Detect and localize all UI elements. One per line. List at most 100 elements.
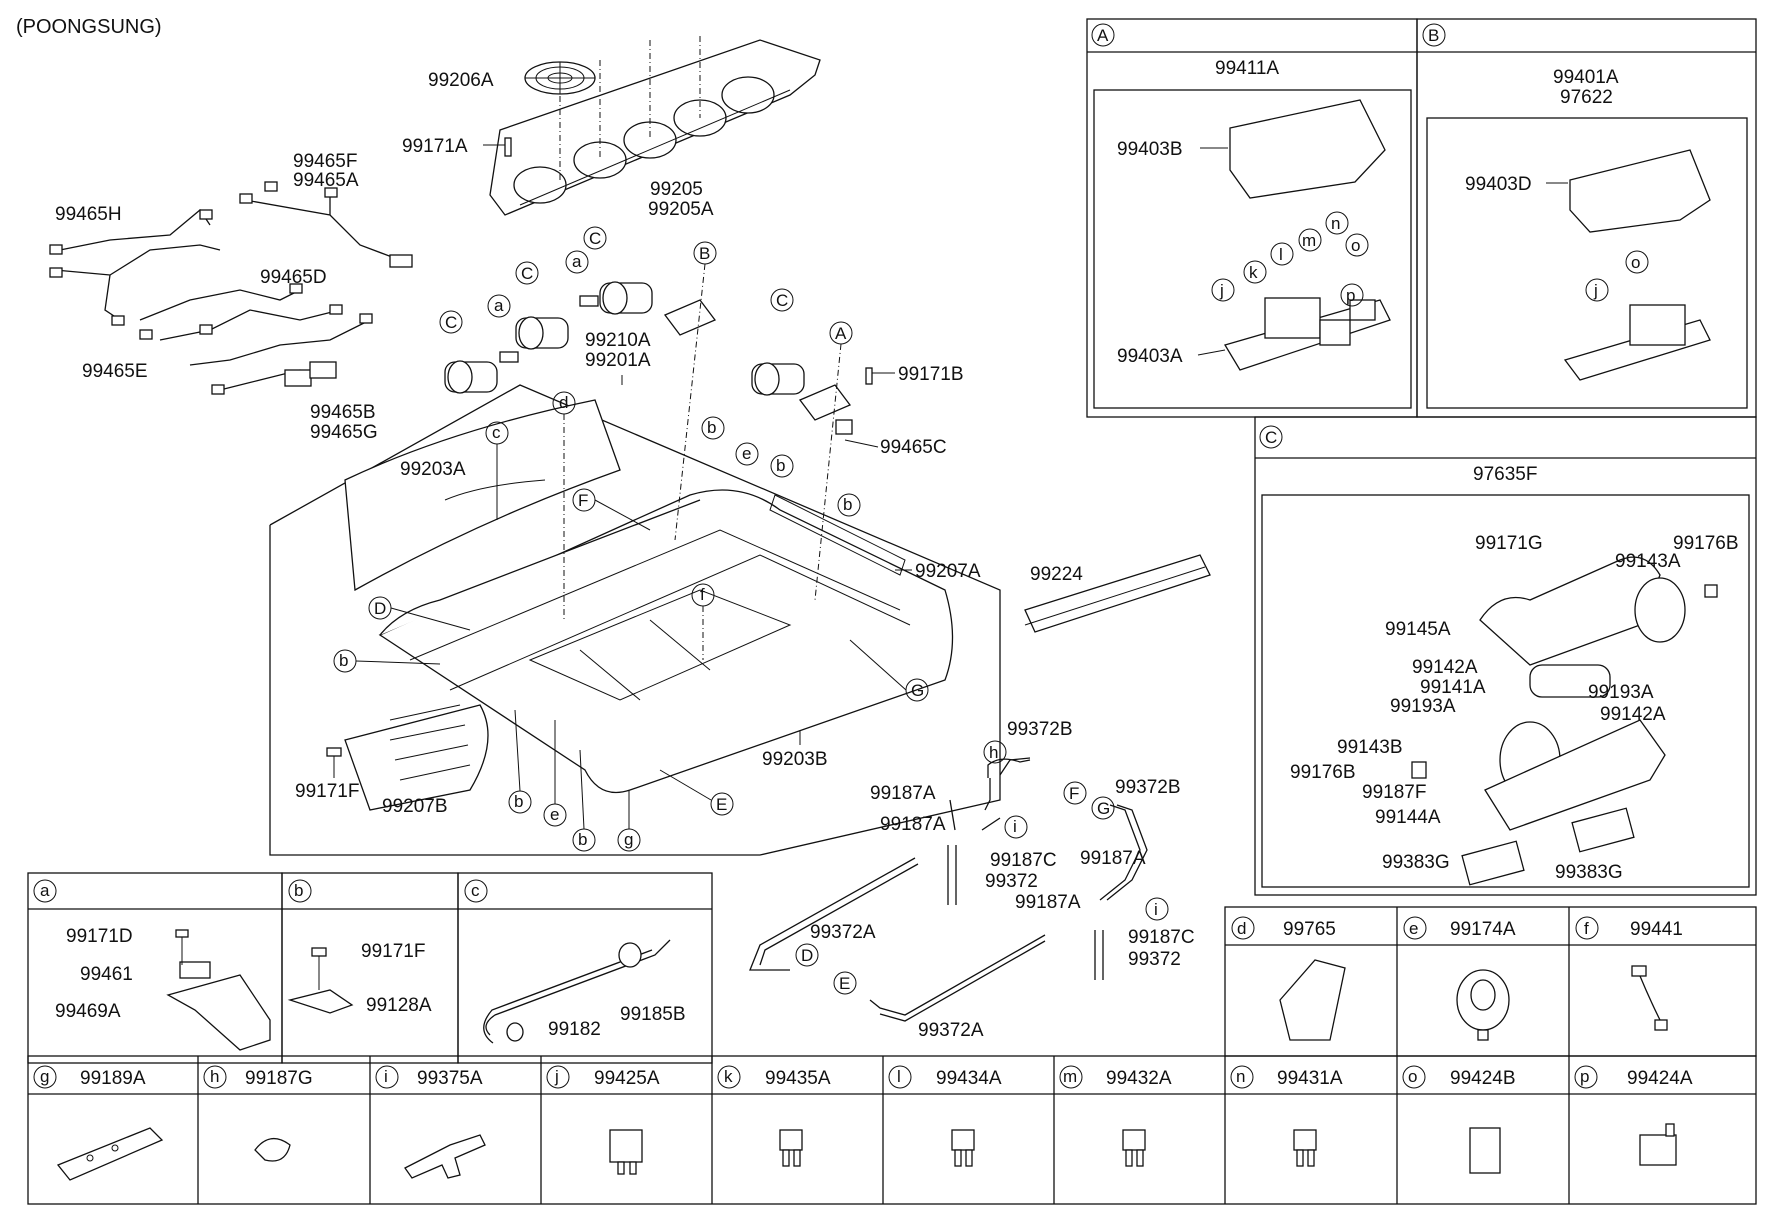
svg-text:b: b [294,881,303,900]
detail-row-1: d 99765 e 99174A f 99441 [1224,906,1757,1057]
svg-text:99187F: 99187F [1362,782,1426,803]
svg-text:o: o [1351,236,1360,255]
svg-text:99189A: 99189A [80,1068,146,1089]
label-99372A-1: 99372A [810,922,876,943]
svg-text:B: B [699,244,710,263]
label-99372B-1: 99372B [1007,719,1073,740]
svg-text:99441: 99441 [1630,919,1683,940]
detail-row-2: g 99189A h 99187G i 99375A j 99425A k 99… [27,1055,1757,1205]
svg-text:C: C [445,313,457,332]
hoses [749,757,1148,1022]
svg-text:n: n [1236,1067,1245,1086]
svg-text:99461: 99461 [80,964,133,985]
detail-box-A: A 99411A 99403B 99403A j k l m n o p [1086,18,1418,418]
label-99224: 99224 [1030,564,1083,585]
svg-text:99143A: 99143A [1615,551,1681,572]
svg-text:C: C [776,291,788,310]
label-99187A-2: 99187A [880,814,946,835]
svg-text:E: E [716,795,727,814]
svg-text:C: C [521,264,533,283]
svg-text:99187G: 99187G [245,1068,313,1089]
label-99205A: 99205A [648,199,714,220]
label-99203B: 99203B [762,749,828,770]
svg-text:h: h [210,1067,219,1086]
label-99372A-2: 99372A [918,1020,984,1041]
svg-text:o: o [1631,253,1640,272]
svg-text:E: E [839,974,850,993]
svg-text:i: i [1013,817,1017,836]
label-99465G: 99465G [310,422,378,443]
svg-text:f: f [700,585,705,604]
svg-text:b: b [339,651,348,670]
svg-text:e: e [742,444,751,463]
svg-text:99401A: 99401A [1553,67,1619,88]
label-99207B: 99207B [382,796,448,817]
seal-strip-99224 [1024,554,1211,633]
label-99465D: 99465D [260,267,327,288]
svg-text:99375A: 99375A [417,1068,483,1089]
svg-text:99383G: 99383G [1382,852,1450,873]
svg-text:99182: 99182 [548,1019,601,1040]
svg-text:a: a [572,252,582,271]
svg-text:c: c [471,881,480,900]
svg-text:d: d [559,393,568,412]
heater-plate-99205 [489,36,821,216]
svg-text:G: G [1097,799,1110,818]
svg-text:b: b [514,792,523,811]
svg-text:99765: 99765 [1283,919,1336,940]
svg-text:C: C [1265,428,1277,447]
label-99465A: 99465A [293,170,359,191]
svg-text:g: g [624,830,633,849]
svg-text:99143B: 99143B [1337,737,1403,758]
label-99171B: 99171B [898,364,964,385]
svg-text:b: b [776,456,785,475]
svg-text:b: b [843,495,852,514]
wire-harness [49,181,413,395]
label-99187A-1: 99187A [870,783,936,804]
svg-text:p: p [1580,1067,1589,1086]
svg-text:99144A: 99144A [1375,807,1441,828]
svg-text:e: e [550,805,559,824]
svg-text:p: p [1346,286,1355,305]
svg-text:99174A: 99174A [1450,919,1516,940]
label-99465B: 99465B [310,402,376,423]
detail-box-B: B 99401A 97622 99403D j o [1416,18,1757,418]
hose-callouts: h F G i i D E [795,740,1169,995]
label-99187C-1: 99187C [990,850,1057,871]
svg-text:c: c [492,423,501,442]
svg-text:i: i [1154,900,1158,919]
label-99187C-2: 99187C [1128,927,1195,948]
svg-text:F: F [1069,784,1079,803]
label-99171F: 99171F [295,781,359,802]
svg-text:o: o [1408,1067,1417,1086]
svg-text:A: A [835,324,847,343]
svg-text:g: g [40,1067,49,1086]
svg-text:99469A: 99469A [55,1001,121,1022]
detail-box-C: C 97635F 99171G 99176B 99143A 99145A 991… [1254,416,1757,896]
svg-text:99142A: 99142A [1600,704,1666,725]
svg-text:99171G: 99171G [1475,533,1543,554]
svg-text:99435A: 99435A [765,1068,831,1089]
svg-text:D: D [374,599,386,618]
svg-text:n: n [1331,214,1340,233]
svg-text:99176B: 99176B [1673,533,1739,554]
svg-text:99383G: 99383G [1555,862,1623,883]
svg-text:l: l [1279,245,1283,264]
svg-text:97622: 97622 [1560,87,1613,108]
label-99465C: 99465C [880,437,947,458]
label-99207A: 99207A [915,561,981,582]
label-99372-2: 99372 [1128,949,1181,970]
svg-text:a: a [494,296,504,315]
detail-box-c: c 99182 99185B [457,872,713,1064]
svg-text:99185B: 99185B [620,1004,686,1025]
label-99465F: 99465F [293,151,357,172]
svg-text:99403A: 99403A [1117,346,1183,367]
svg-text:B: B [1428,26,1439,45]
svg-text:99403D: 99403D [1465,174,1532,195]
svg-text:j: j [1593,281,1598,300]
label-99372-1: 99372 [985,871,1038,892]
svg-text:m: m [1063,1067,1077,1086]
svg-text:C: C [589,229,601,248]
grille-99206A [524,61,596,95]
